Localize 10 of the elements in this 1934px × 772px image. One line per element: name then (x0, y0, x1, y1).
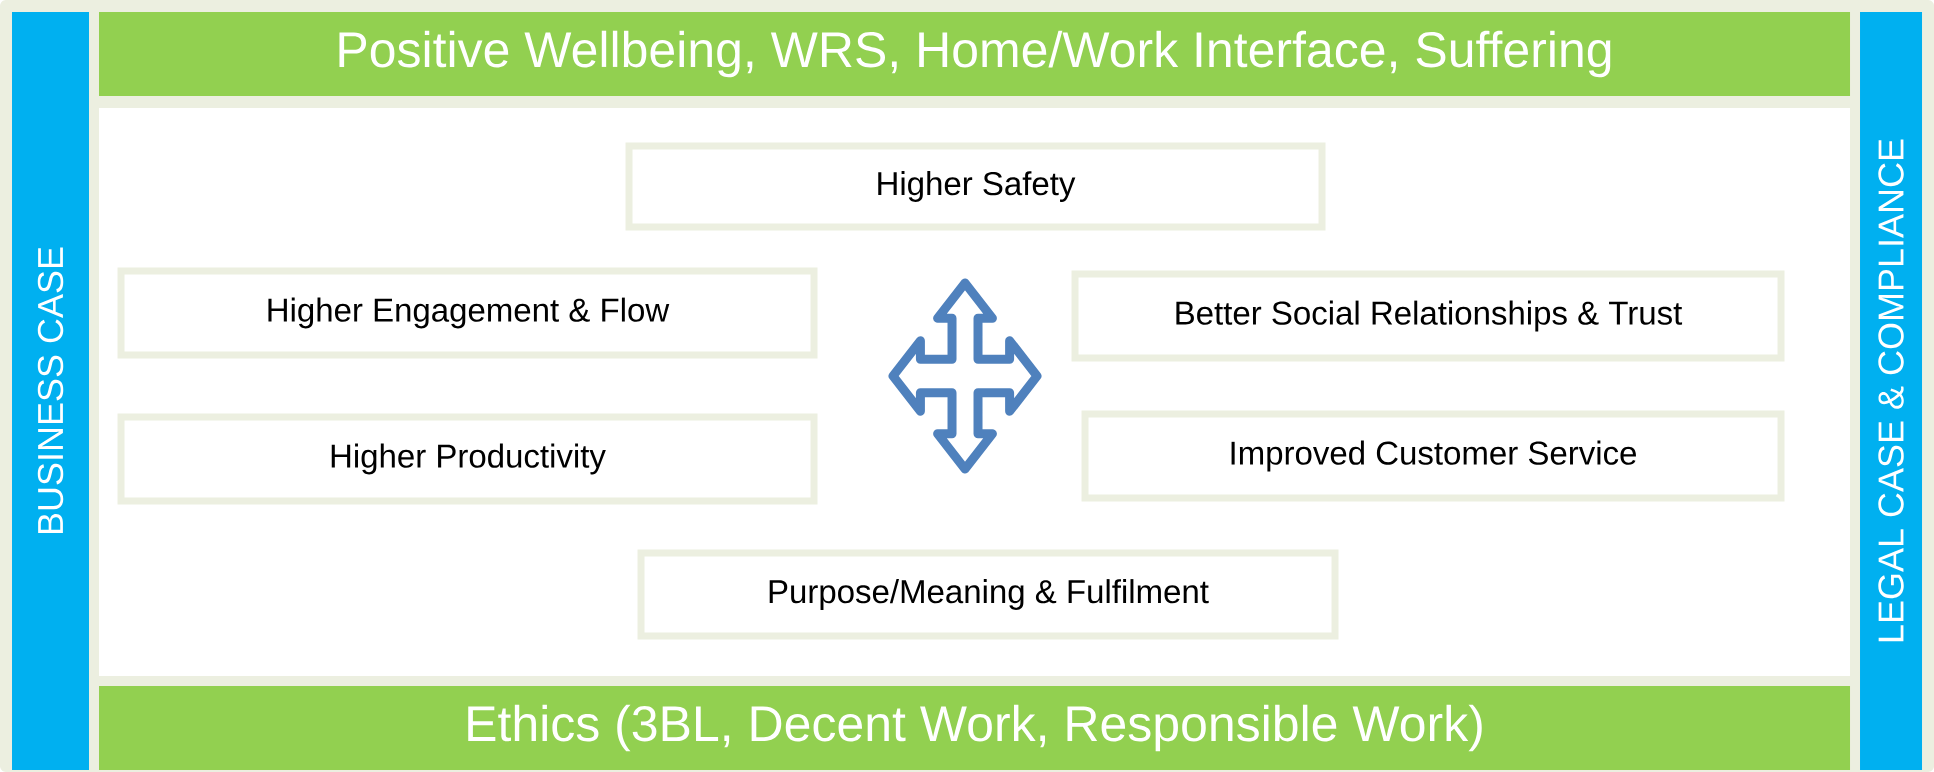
side-bar: BUSINESS CASE (12, 12, 89, 770)
banner-band: Ethics (3BL, Decent Work, Responsible Work) (99, 686, 1850, 770)
side-bar: LEGAL CASE & COMPLIANCE (1860, 12, 1922, 770)
outcome-box: Improved Customer Service (1081, 410, 1785, 502)
outcome-box: Higher Engagement & Flow (117, 267, 818, 359)
outcome-box: Higher Productivity (117, 413, 818, 505)
outcome-box: Better Social Relationships & Trust (1071, 270, 1785, 362)
banner-band: Positive Wellbeing, WRS, Home/Work Interface, Suffering (99, 12, 1850, 96)
outcome-box: Purpose/Meaning & Fulfilment (637, 549, 1339, 640)
outcome-box: Higher Safety (625, 142, 1326, 231)
